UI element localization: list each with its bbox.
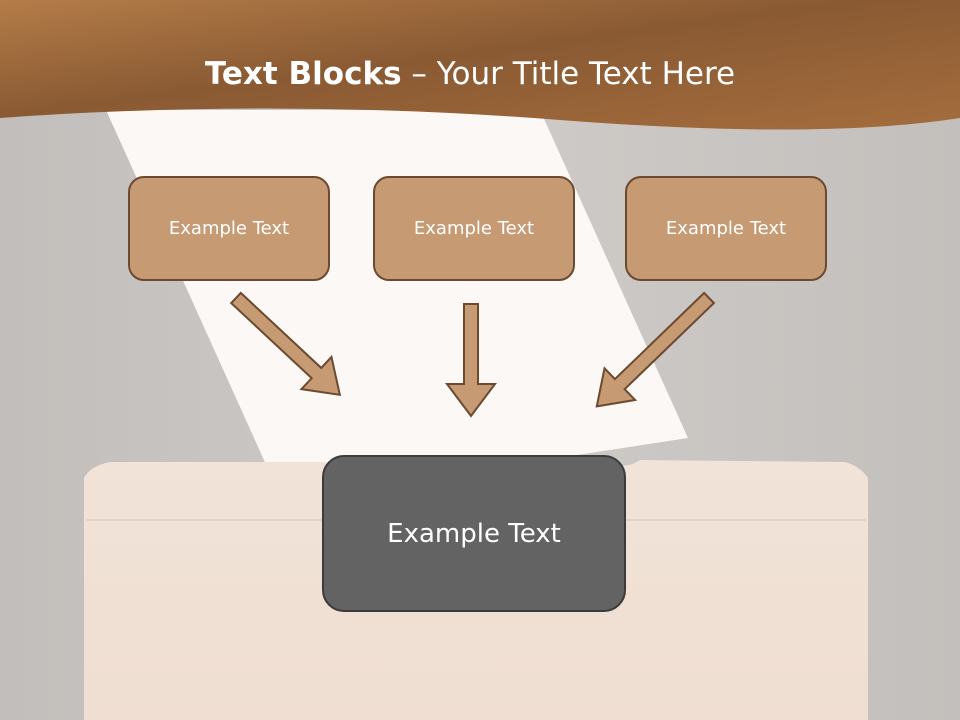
text-block-right[interactable]: Example Text xyxy=(625,176,827,281)
page-title-bold: Text Blocks xyxy=(204,56,402,92)
text-block-center-label: Example Text xyxy=(413,218,535,239)
text-block-center[interactable]: Example Text xyxy=(373,176,575,281)
arrow-left xyxy=(229,291,342,397)
text-block-left[interactable]: Example Text xyxy=(128,176,330,281)
page-title-rest: – Your Title Text Here xyxy=(401,56,736,92)
main-text-block-label: Example Text xyxy=(387,518,561,549)
main-text-block[interactable]: Example Text xyxy=(322,455,626,612)
arrow-center xyxy=(445,303,497,418)
header-band xyxy=(0,0,960,130)
page-title: Text Blocks – Your Title Text Here xyxy=(0,52,940,96)
arrow-right xyxy=(595,291,716,408)
text-block-right-label: Example Text xyxy=(665,218,787,239)
text-block-left-label: Example Text xyxy=(168,218,290,239)
